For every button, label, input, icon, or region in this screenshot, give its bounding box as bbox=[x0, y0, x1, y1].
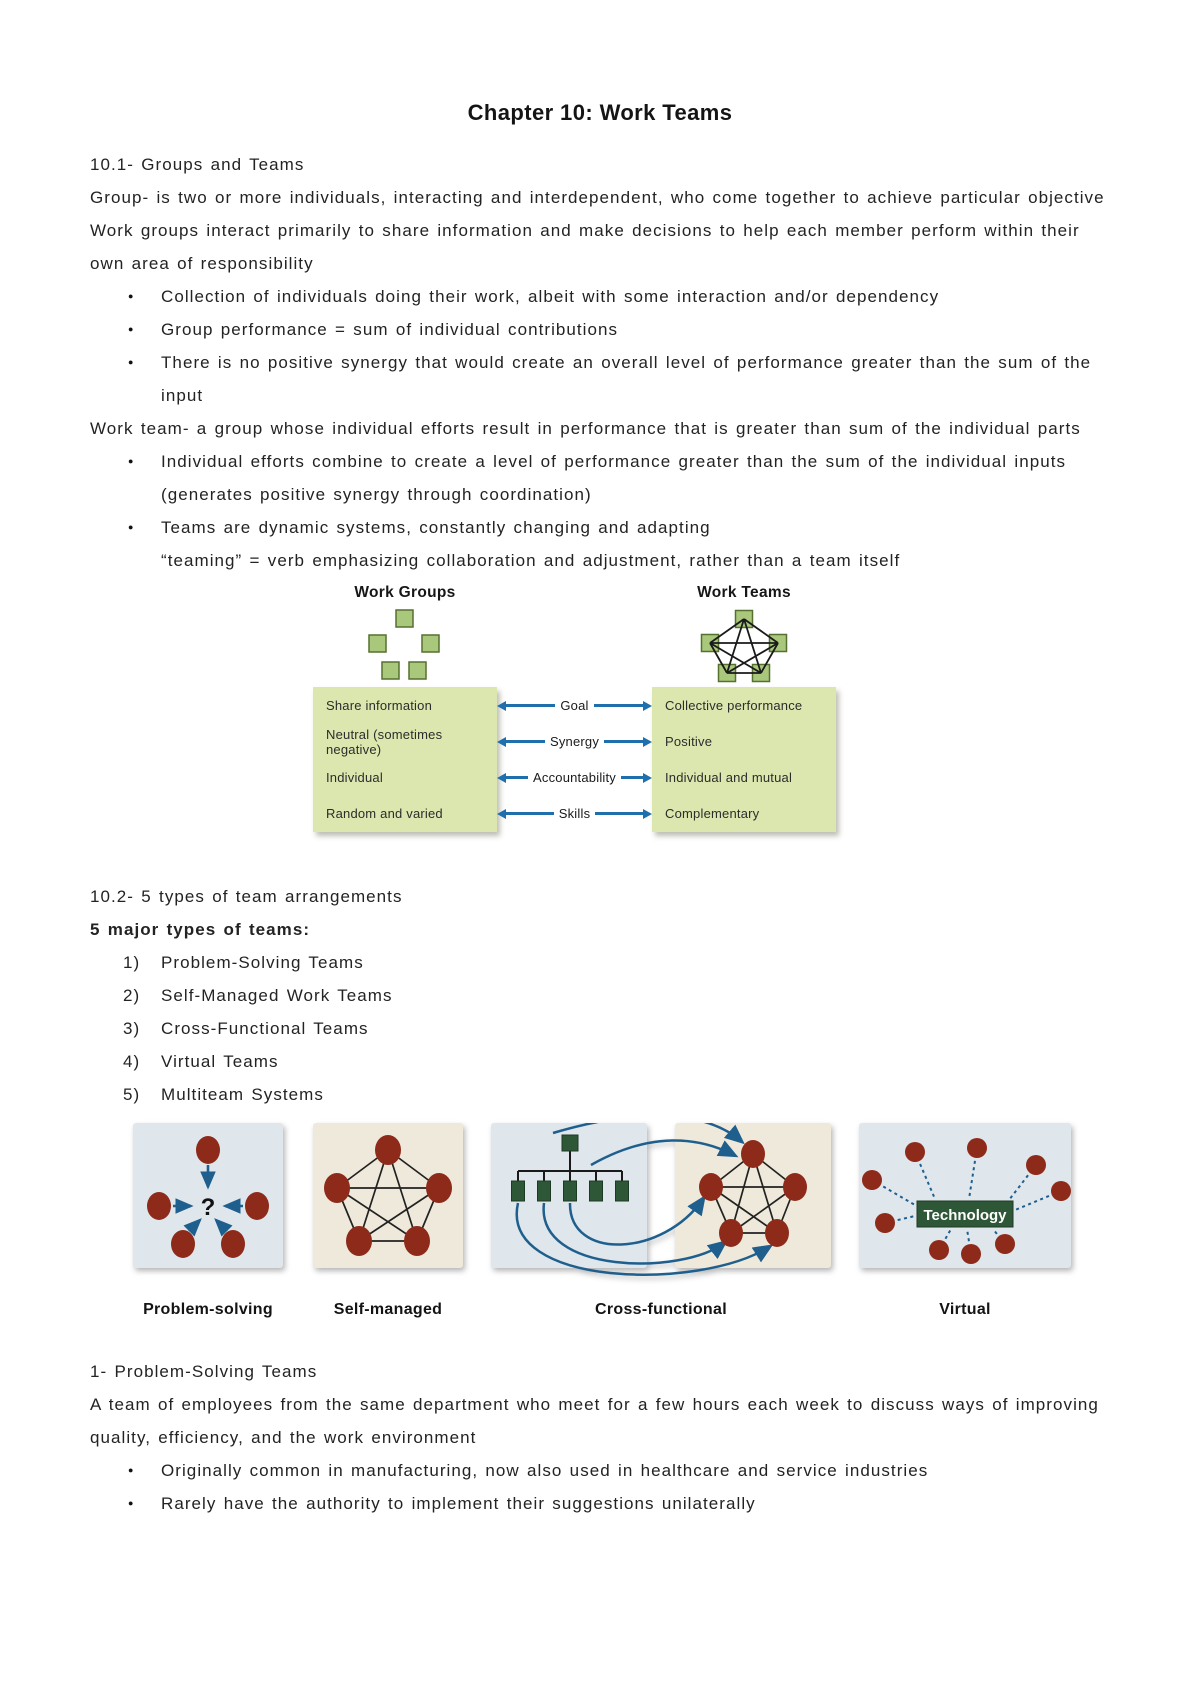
item-number: 2) bbox=[123, 986, 141, 1005]
problem-solving-definition: A team of employees from the same depart… bbox=[90, 1395, 1099, 1447]
list-item: Teams are dynamic systems, constantly ch… bbox=[90, 511, 1110, 544]
right-arrow-icon bbox=[593, 700, 653, 711]
bullet-text: Individual efforts combine to create a l… bbox=[161, 452, 1067, 504]
item-label: Self-Managed Work Teams bbox=[161, 986, 393, 1005]
item-label: Problem-Solving Teams bbox=[161, 953, 364, 972]
technology-label: Technology bbox=[923, 1207, 1007, 1224]
dimension-row: Accountability bbox=[497, 760, 653, 796]
item-label: Multiteam Systems bbox=[161, 1085, 324, 1104]
work-groups-column: Work Groups bbox=[313, 583, 497, 684]
left-arrow-icon bbox=[497, 700, 556, 711]
dimension-label: Goal bbox=[560, 698, 589, 713]
comparison-dimensions: Goal Synergy Accountability Skills bbox=[497, 687, 653, 832]
dimension-label: Accountability bbox=[533, 770, 617, 785]
panel-label: Cross-functional bbox=[595, 1301, 727, 1318]
work-groups-paragraph: Work groups interact primarily to share … bbox=[90, 221, 1080, 273]
work-teams-box: Collective performance Positive Individu… bbox=[652, 687, 836, 832]
section-102-heading: 10.2- 5 types of team arrangements bbox=[90, 887, 403, 906]
self-managed-panel-icon bbox=[313, 1123, 463, 1268]
figure-labels: Problem-solving Self-managed Cross-funct… bbox=[133, 1299, 1110, 1321]
bullet-text: Originally common in manufacturing, now … bbox=[161, 1461, 929, 1480]
teaming-note: “teaming” = verb emphasizing collaborati… bbox=[161, 551, 901, 570]
work-team-definition: Work team- a group whose individual effo… bbox=[90, 419, 1081, 438]
table-cell: Individual bbox=[326, 770, 383, 785]
list-item: Group performance = sum of individual co… bbox=[90, 313, 1110, 346]
cross-functional-panel-icon bbox=[491, 1123, 831, 1276]
left-arrow-icon bbox=[497, 736, 545, 747]
numbered-item: 1) Problem-Solving Teams bbox=[90, 946, 1110, 979]
group-definition: Group- is two or more individuals, inter… bbox=[90, 188, 1105, 207]
work-teams-title: Work Teams bbox=[697, 584, 791, 601]
right-arrow-icon bbox=[595, 808, 653, 819]
numbered-item: 4) Virtual Teams bbox=[90, 1045, 1110, 1078]
problem-solving-panel-icon: ? bbox=[133, 1123, 283, 1268]
groups-vs-teams-diagram: Work Groups Work Teams bbox=[313, 583, 836, 832]
list-item: Originally common in manufacturing, now … bbox=[90, 1454, 1110, 1487]
right-arrow-icon bbox=[604, 736, 652, 747]
work-teams-icon bbox=[700, 609, 788, 683]
comparison-table: Share information Neutral (sometimes neg… bbox=[313, 687, 836, 832]
work-groups-title: Work Groups bbox=[354, 584, 456, 601]
list-item: There is no positive synergy that would … bbox=[90, 346, 1110, 412]
section-101-heading: 10.1- Groups and Teams bbox=[90, 155, 305, 174]
list-item: Rarely have the authority to implement t… bbox=[90, 1487, 1110, 1520]
panel-label: Problem-solving bbox=[143, 1301, 273, 1318]
table-cell: Positive bbox=[665, 734, 713, 749]
table-cell: Share information bbox=[326, 698, 433, 713]
item-number: 3) bbox=[123, 1019, 141, 1038]
dimension-row: Goal bbox=[497, 688, 653, 724]
numbered-item: 2) Self-Managed Work Teams bbox=[90, 979, 1110, 1012]
bullet-text: There is no positive synergy that would … bbox=[161, 353, 1092, 405]
question-mark: ? bbox=[201, 1194, 216, 1221]
panel-label: Virtual bbox=[939, 1301, 991, 1318]
dimension-row: Synergy bbox=[497, 724, 652, 760]
virtual-panel-icon: Technology bbox=[859, 1123, 1071, 1268]
panel-label: Self-managed bbox=[333, 1301, 443, 1318]
dimension-row: Skills bbox=[497, 796, 653, 832]
item-label: Cross-Functional Teams bbox=[161, 1019, 369, 1038]
work-groups-icon bbox=[368, 609, 440, 680]
table-cell: Individual and mutual bbox=[665, 770, 793, 785]
numbered-item: 3) Cross-Functional Teams bbox=[90, 1012, 1110, 1045]
five-types-subheading: 5 major types of teams: bbox=[90, 920, 311, 939]
item-number: 4) bbox=[123, 1052, 141, 1071]
bullet-text: Teams are dynamic systems, constantly ch… bbox=[161, 518, 711, 537]
bullet-text: Rarely have the authority to implement t… bbox=[161, 1494, 756, 1513]
dimension-label: Skills bbox=[558, 806, 591, 821]
team-types-figure: ? bbox=[133, 1123, 1110, 1293]
work-teams-column: Work Teams bbox=[652, 583, 836, 684]
left-arrow-icon bbox=[497, 808, 554, 819]
table-cell: Random and varied bbox=[326, 806, 443, 821]
right-arrow-icon bbox=[621, 772, 653, 783]
page-title: Chapter 10: Work Teams bbox=[467, 100, 733, 125]
table-cell: Neutral (sometimes negative) bbox=[326, 726, 443, 757]
left-arrow-icon bbox=[497, 772, 528, 783]
list-item: Collection of individuals doing their wo… bbox=[90, 280, 1110, 313]
item-number: 5) bbox=[123, 1085, 141, 1104]
section-1-heading: 1- Problem-Solving Teams bbox=[90, 1362, 318, 1381]
list-item: Individual efforts combine to create a l… bbox=[90, 445, 1110, 511]
item-label: Virtual Teams bbox=[161, 1052, 279, 1071]
work-groups-box: Share information Neutral (sometimes neg… bbox=[313, 687, 497, 832]
bullet-text: Collection of individuals doing their wo… bbox=[161, 287, 940, 306]
numbered-item: 5) Multiteam Systems bbox=[90, 1078, 1110, 1111]
item-number: 1) bbox=[123, 953, 141, 972]
bullet-text: Group performance = sum of individual co… bbox=[161, 320, 619, 339]
table-cell: Complementary bbox=[665, 806, 760, 821]
table-cell: Collective performance bbox=[665, 698, 803, 713]
dimension-label: Synergy bbox=[549, 734, 600, 749]
